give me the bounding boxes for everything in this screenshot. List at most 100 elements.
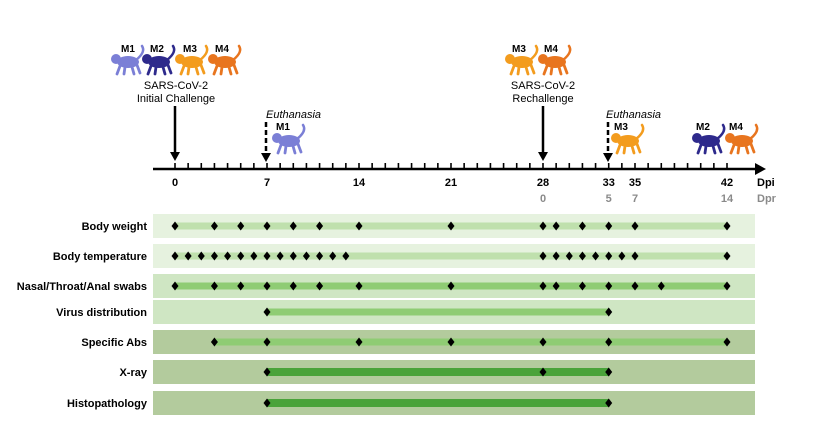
euthanasia-label: Euthanasia [606,109,661,121]
rechallenge-line2: Rechallenge [512,93,573,105]
sampling-point [605,221,613,231]
sampling-point [237,281,245,291]
row-label: Body temperature [53,251,147,263]
monkey-m1-icon [111,44,145,76]
dpr-axis-label: Dpr [757,193,777,205]
sampling-point [263,221,271,231]
sampling-point [171,251,179,261]
monkey-m4-icon [538,44,572,76]
event-end-survivors: M2 M4 [692,122,759,155]
row-span-bar [267,399,609,407]
dpr-tick-labels: 0 5 7 14 [540,193,734,205]
sampling-point [552,251,560,261]
sampling-point [605,367,613,377]
dpi-tick-label: 21 [445,177,457,189]
sampling-point [447,337,455,347]
down-arrow-icon [603,153,613,162]
row-label: Nasal/Throat/Anal swabs [17,281,147,293]
row-histopathology: Histopathology [67,391,755,415]
sampling-point [355,281,363,291]
sampling-point [552,221,560,231]
sampling-point [592,251,600,261]
sampling-point [723,251,731,261]
euthanasia-label: Euthanasia [266,109,321,121]
dpr-tick-label: 14 [721,193,734,205]
sampling-point [263,307,271,317]
monkey-m4-icon [725,123,759,155]
row-span-bar [267,368,609,376]
monkey-m2-icon [142,44,176,76]
sampling-point [263,367,271,377]
sampling-point [657,281,665,291]
sampling-point [237,251,245,261]
monkey-label-m4: M4 [729,122,743,133]
row-span-bar [175,252,727,260]
sampling-point [631,281,639,291]
monkey-label-m2: M2 [150,44,164,55]
sampling-point [578,221,586,231]
monkey-label-m4: M4 [544,44,558,55]
sampling-point [605,251,613,261]
dpi-tick-label: 42 [721,177,733,189]
monkey-m2-icon [692,123,726,155]
sampling-point [539,337,547,347]
monkey-label-m1: M1 [276,122,290,133]
sampling-point [578,251,586,261]
sampling-point [263,281,271,291]
initial-challenge-line2: Initial Challenge [137,93,215,105]
row-span-bar [267,308,609,316]
row-label: X-ray [119,367,147,379]
monkey-label-m1: M1 [121,44,135,55]
sampling-point [316,251,324,261]
dpr-tick-label: 7 [632,193,638,205]
row-label: Body weight [82,221,148,233]
dpi-tick-label: 0 [172,177,178,189]
monkey-label-m4: M4 [215,44,229,55]
dpi-tick-label: 28 [537,177,549,189]
sampling-point [210,221,218,231]
sampling-point [631,251,639,261]
sampling-point [723,337,731,347]
sampling-point [224,251,232,261]
row-body-weight: Body weight [82,214,755,238]
sampling-point [447,281,455,291]
sampling-point [539,281,547,291]
sampling-point [316,281,324,291]
sampling-point [263,337,271,347]
sampling-point [539,251,547,261]
sampling-point [171,281,179,291]
sampling-point [552,281,560,291]
sampling-point [289,251,297,261]
axis-arrow-icon [755,163,766,175]
sampling-point [355,337,363,347]
down-arrow-icon [261,153,271,162]
dpi-tick-label: 35 [629,177,641,189]
sampling-point [723,221,731,231]
sampling-point [276,251,284,261]
monkey-m3-icon [175,44,209,76]
sampling-point [447,221,455,231]
down-arrow-icon [170,152,180,161]
sampling-point [605,337,613,347]
event-euthanasia-m3: Euthanasia M3 [603,109,661,162]
sampling-point [302,251,310,261]
monkey-m4-icon [208,44,242,76]
sampling-point [342,251,350,261]
row-label: Specific Abs [81,337,147,349]
dpr-tick-label: 5 [606,193,612,205]
sampling-point [184,251,192,261]
sampling-point [263,398,271,408]
row-span-bar [214,338,727,346]
sampling-point [605,398,613,408]
sampling-point [289,281,297,291]
dpr-tick-label: 0 [540,193,546,205]
dpi-tick-label: 7 [264,177,270,189]
row-virus-distribution: Virus distribution [56,300,755,324]
row-label: Histopathology [67,398,148,410]
sampling-point [605,281,613,291]
sampling-point [171,221,179,231]
sampling-point [197,251,205,261]
sampling-point [605,307,613,317]
monkey-m1-icon [272,123,306,155]
